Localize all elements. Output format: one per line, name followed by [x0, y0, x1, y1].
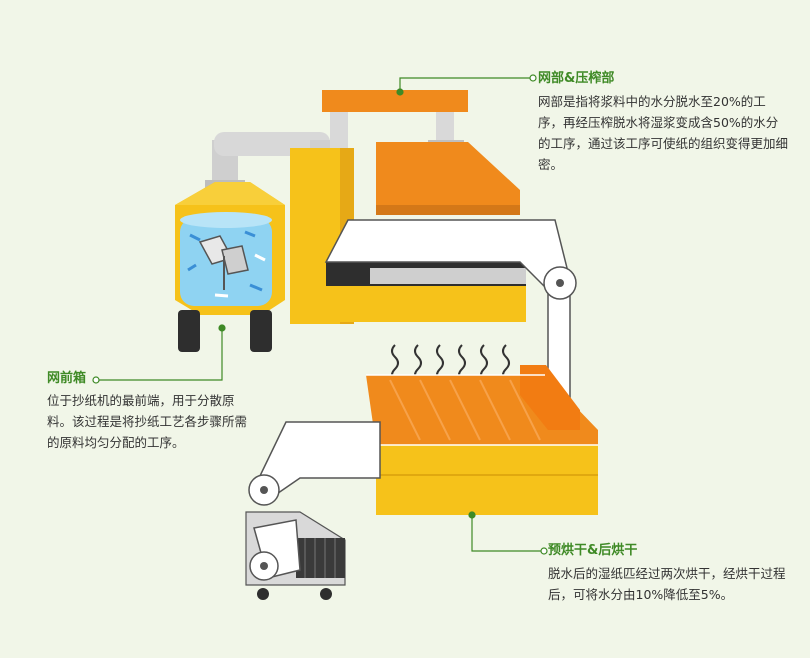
dryer-unit — [366, 365, 598, 515]
headbox-description: 位于抄纸机的最前端，用于分散原料。该过程是将抄纸工艺各步骤所需的原料均匀分配的工… — [47, 393, 248, 450]
felt-conveyor — [324, 219, 577, 401]
headbox-tank — [175, 182, 285, 352]
press-section-title: 网部&压榨部 — [538, 71, 615, 86]
paper-sheet — [248, 421, 381, 506]
dryer-title: 预烘干&后烘干 — [548, 543, 638, 558]
dryer-description: 脱水后的湿纸匹经过两次烘干，经烘干过程后，可将水分由10%降低至5%。 — [548, 566, 786, 602]
press-section-description: 网部是指将浆料中的水分脱水至20%的工序，再经压榨脱水将湿浆变成含50%的水分的… — [538, 94, 789, 172]
reel-cart — [245, 511, 346, 600]
headbox-title: 网前箱 — [47, 371, 87, 386]
press-section — [290, 90, 526, 324]
callout-lines — [92, 74, 548, 555]
